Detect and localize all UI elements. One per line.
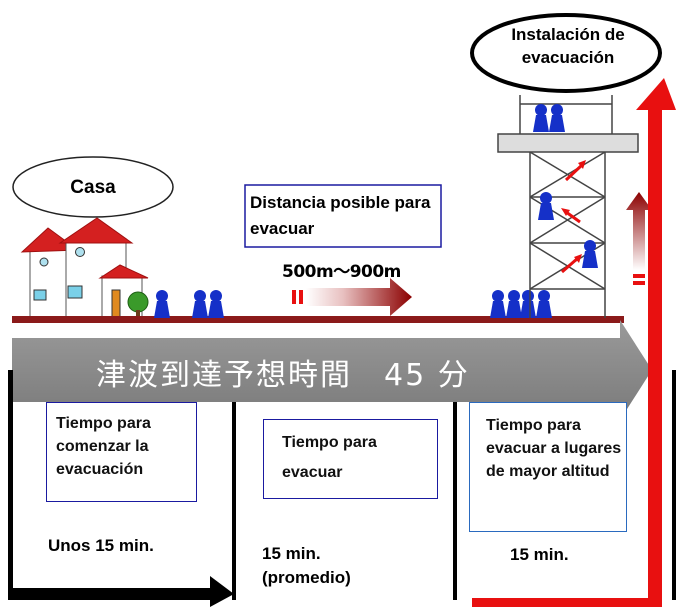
phase-3-duration: 15 min. — [510, 545, 569, 564]
tsunami-time-banner — [12, 320, 652, 420]
phase-3-box — [469, 402, 627, 532]
tower-arrows — [561, 160, 586, 274]
distance-range: 500m〜900m — [282, 262, 401, 282]
ground-line — [12, 316, 624, 323]
distance-label: Distancia posible para evacuar — [250, 193, 431, 238]
phase-1-box — [46, 402, 197, 502]
phase-2-text: Tiempo para evacuar — [282, 434, 377, 482]
phase-1-text: Tiempo para comenzar la evacuación — [56, 415, 151, 479]
upward-small-arrow — [626, 192, 652, 285]
facility-label: Instalación de evacuación — [511, 25, 625, 67]
house-label-ellipse — [12, 156, 174, 218]
column-dividers — [8, 370, 676, 600]
facility-label-ellipse — [470, 13, 662, 93]
movement-arrow — [292, 278, 412, 316]
phase-2-duration: 15 min. (promedio) — [262, 544, 351, 587]
phase1-arrow — [12, 576, 234, 607]
phase-1-duration: Unos 15 min. — [48, 536, 154, 555]
evacuation-tower — [497, 95, 639, 318]
big-red-arrow — [472, 78, 676, 607]
house-icon — [20, 217, 149, 319]
house-label: Casa — [70, 177, 116, 198]
phase-3-text: Tiempo para evacuar a lugares de mayor a… — [486, 417, 622, 481]
phase-2-box — [263, 419, 438, 499]
tsunami-banner-text: 津波到達予想時間 45 分 — [96, 358, 470, 393]
distance-label-box — [244, 184, 442, 248]
